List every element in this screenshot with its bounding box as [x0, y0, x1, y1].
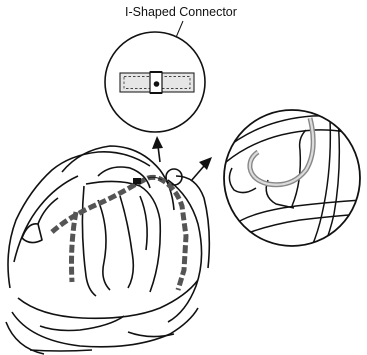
seat-detail-circle	[224, 110, 364, 246]
seat-illustration	[6, 146, 209, 354]
arrow-up-icon	[152, 136, 163, 162]
connector-dot	[154, 81, 160, 87]
arrow-right-icon	[191, 157, 212, 181]
connector-detail-circle	[105, 32, 205, 132]
harness-strap	[52, 177, 186, 290]
callout-label: I-Shaped Connector	[125, 5, 237, 19]
